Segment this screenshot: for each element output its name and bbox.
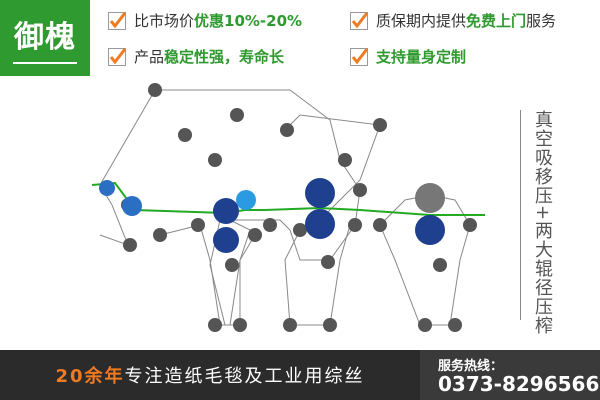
footer-years: 20余年 (55, 366, 125, 387)
felt-loop-5 (159, 224, 256, 326)
brand-logo-text: 御槐 (14, 20, 76, 55)
guide-roll (373, 118, 387, 132)
second-press-top-roll (305, 178, 335, 208)
hotline-label: 服务热线： (438, 359, 504, 374)
felt-loop-3 (284, 114, 381, 231)
suction-pickup-roll (99, 180, 115, 196)
guide-roll (418, 318, 432, 332)
footer-bar: 20余年专注造纸毛毯及工业用综丝 服务热线： 0373-8296566 (0, 350, 600, 400)
first-press-top-roll (213, 198, 239, 224)
feature-warranty-prefix: 质保期内提供 (376, 12, 467, 30)
checkmark-icon (350, 47, 368, 66)
side-caption-text: 真空吸移压+两大辊径压榨 (532, 110, 553, 336)
guide-roll (153, 228, 167, 242)
feature-price: 比市场价优惠10%-20% (108, 10, 302, 31)
guide-roll (263, 218, 277, 232)
feature-stability: 产品稳定性强，寿命长 (108, 46, 284, 67)
guide-roll (230, 108, 244, 122)
guide-roll (178, 128, 192, 142)
footer-slogan-text: 专注造纸毛毯及工业用综丝 (124, 366, 365, 387)
guide-roll (280, 123, 294, 137)
feature-warranty-highlight: 免费上门 (466, 12, 527, 30)
guide-roll (225, 258, 239, 272)
checkmark-icon (108, 11, 126, 30)
feature-price-highlight: 优惠10%-20% (194, 12, 303, 30)
footer-slogan: 20余年专注造纸毛毯及工业用综丝 (0, 350, 420, 400)
feature-warranty-suffix: 服务 (526, 12, 557, 30)
feature-stability-highlight: 稳定性强，寿命长 (164, 48, 285, 66)
guide-roll (293, 223, 307, 237)
guide-roll (433, 258, 447, 272)
feature-stability-prefix: 产品 (134, 48, 165, 66)
felt-loop-4 (284, 224, 351, 326)
second-press-bottom-roll (305, 209, 335, 239)
guide-roll (208, 153, 222, 167)
third-press-bottom-roll (415, 215, 445, 245)
feature-warranty: 质保期内提供免费上门服务 (350, 10, 556, 31)
guide-roll (321, 255, 335, 269)
feature-custom: 支持量身定制 (350, 46, 466, 67)
checkmark-icon (108, 47, 126, 66)
paper-sheet-path (91, 181, 485, 216)
guide-roll (123, 238, 137, 252)
guide-roll (373, 218, 387, 232)
checkmark-icon (350, 11, 368, 30)
side-caption: 真空吸移压+两大辊径压榨 (520, 110, 553, 335)
guide-roll (283, 318, 297, 332)
felt-loop-1 (99, 89, 361, 326)
guide-roll (208, 318, 222, 332)
felt-loop-6 (379, 224, 471, 326)
header-banner: 御槐 比市场价优惠10%-20% 质保期内提供免费上门服务 产品稳定性强，寿命长… (0, 0, 600, 76)
guide-roll (448, 318, 462, 332)
guide-roll (248, 228, 262, 242)
guide-roll (348, 218, 362, 232)
guide-roll (148, 83, 162, 97)
feature-price-prefix: 比市场价 (134, 12, 195, 30)
guide-rolls (121, 83, 477, 332)
press-section-diagram (91, 83, 485, 332)
guide-roll (233, 318, 247, 332)
guide-roll (353, 183, 367, 197)
guide-roll (338, 153, 352, 167)
guide-roll (191, 218, 205, 232)
feature-custom-highlight: 支持量身定制 (376, 48, 467, 66)
guide-roll (463, 218, 477, 232)
first-press-bottom-roll (213, 227, 239, 253)
suction-roll (122, 196, 142, 216)
hotline-box[interactable]: 服务热线： 0373-8296566 (420, 350, 600, 400)
logo-underline (13, 62, 77, 64)
third-press-top-roll (415, 183, 445, 213)
hotline-number[interactable]: 0373-8296566 (438, 372, 600, 396)
transfer-roll (236, 190, 256, 210)
brand-logo[interactable]: 御槐 (0, 0, 90, 76)
guide-roll (323, 318, 337, 332)
